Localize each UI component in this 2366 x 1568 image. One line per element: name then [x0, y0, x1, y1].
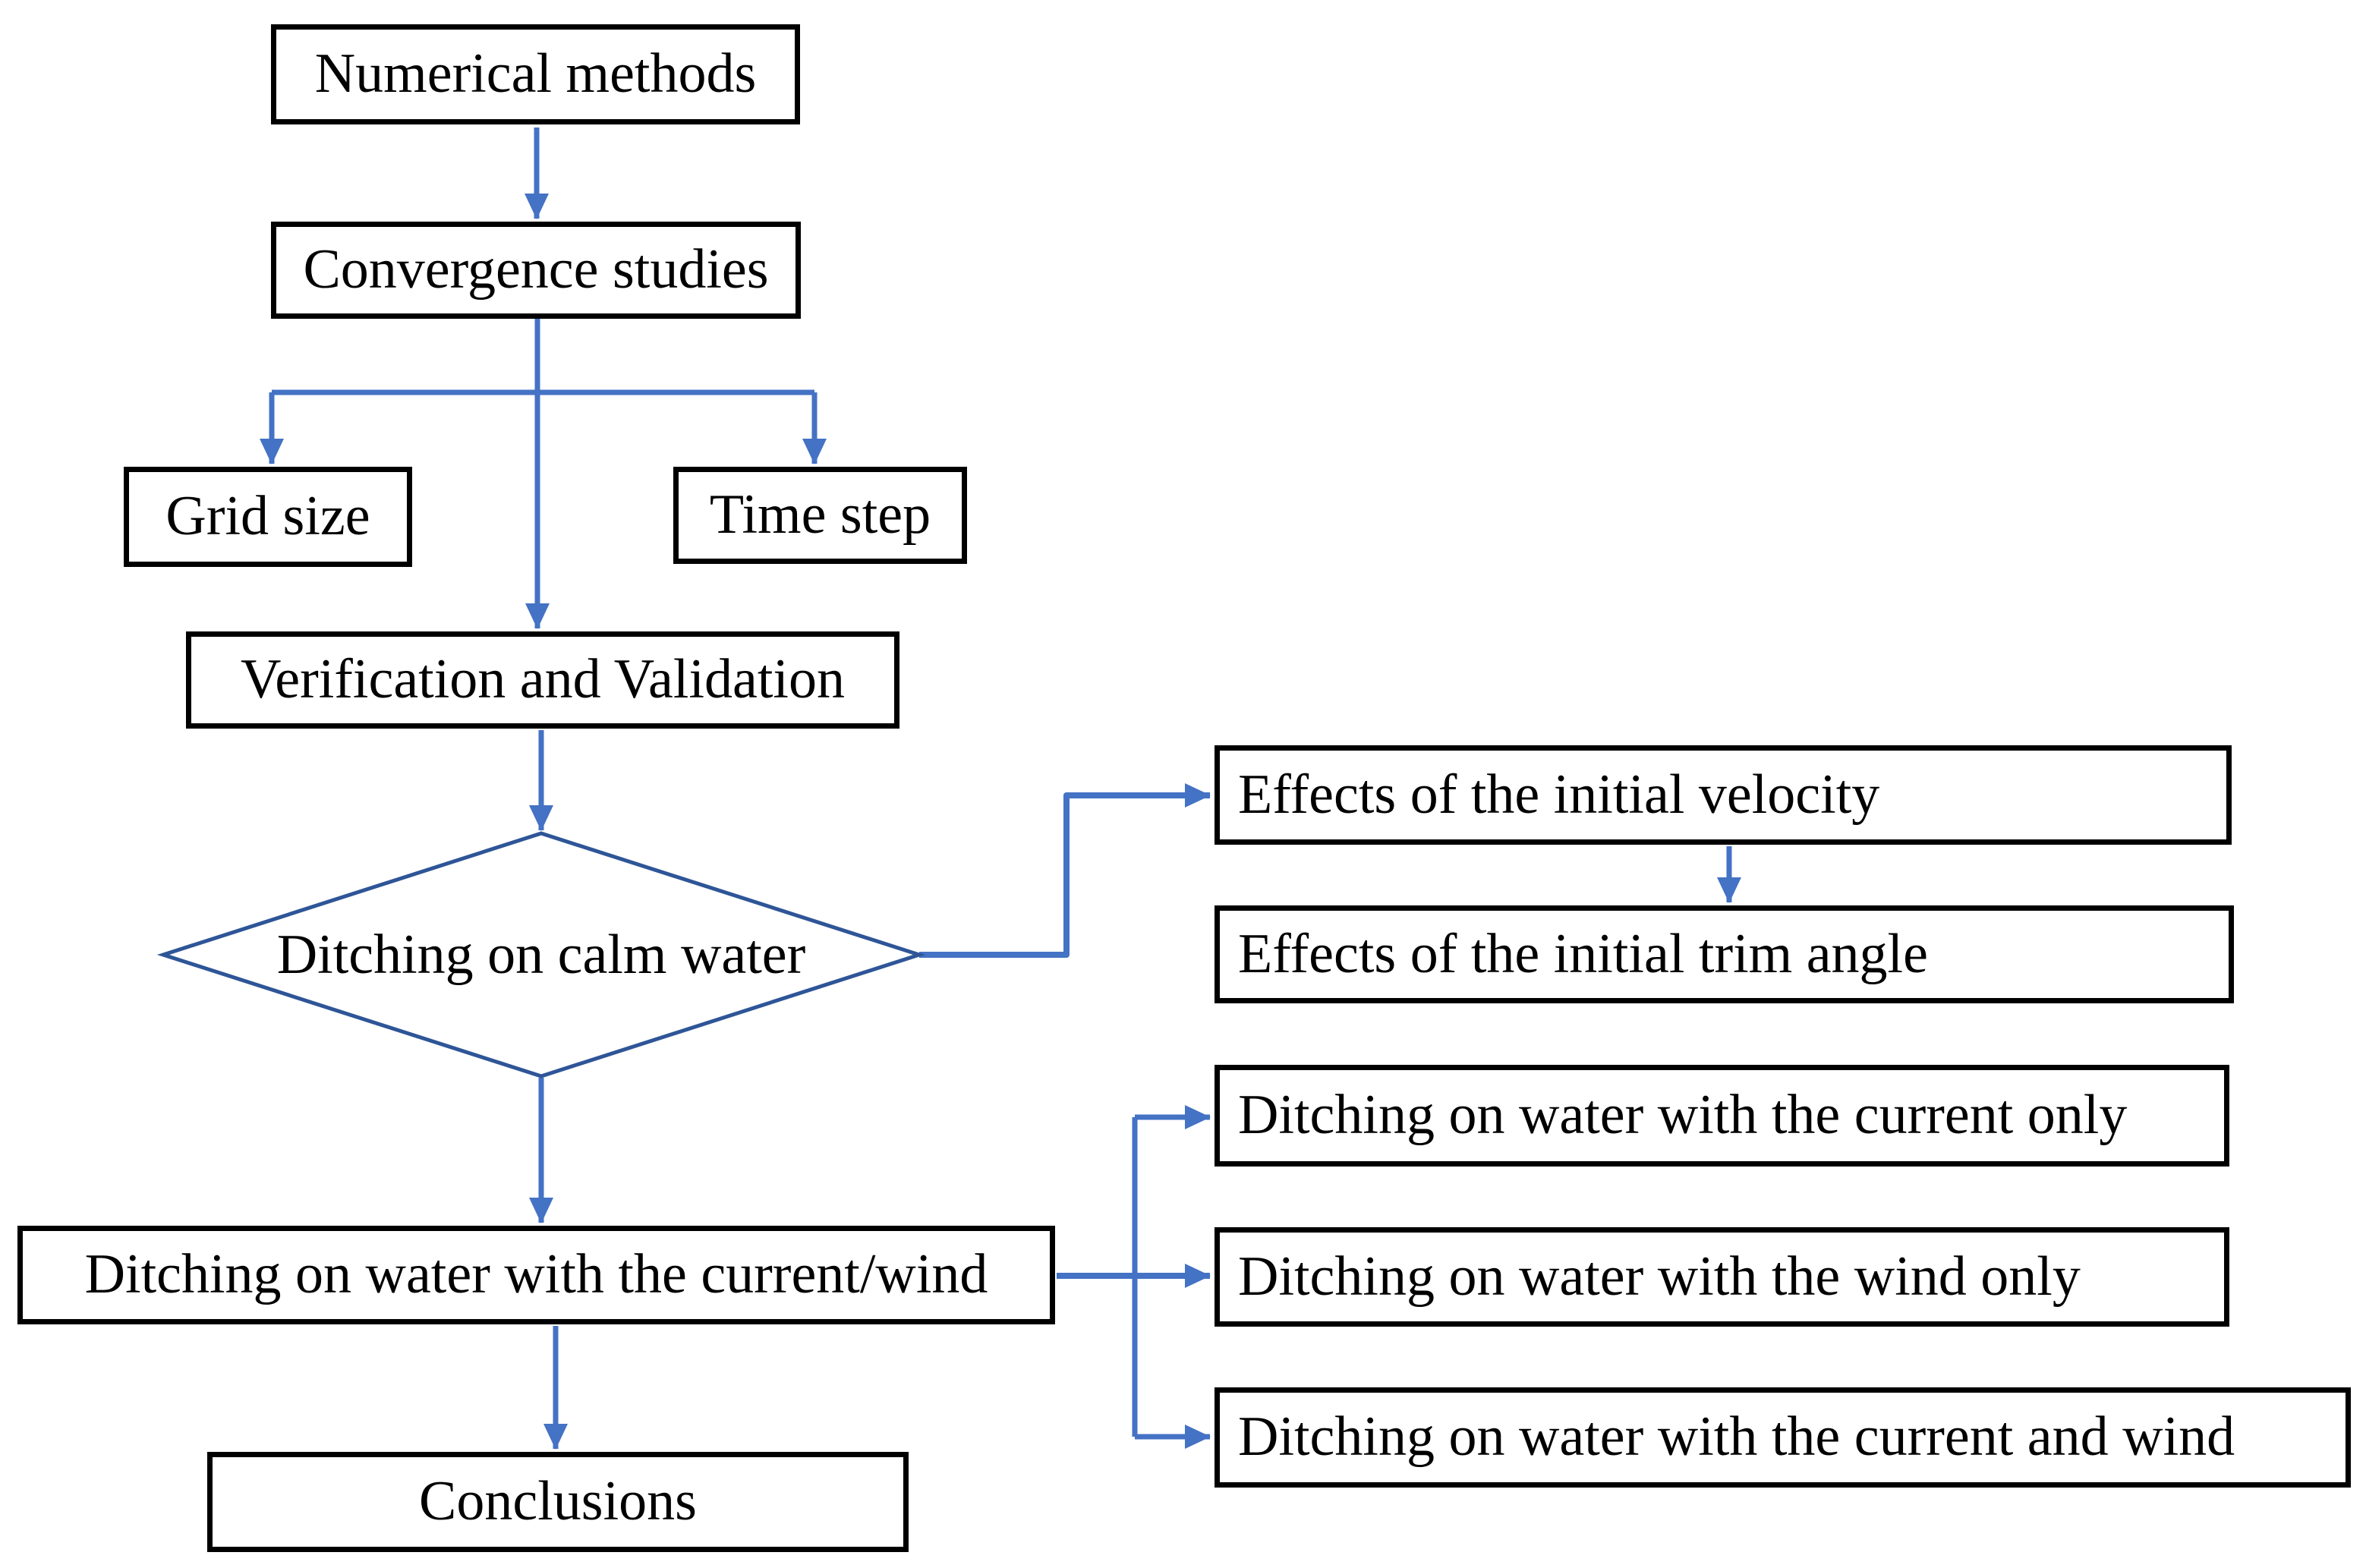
node-label: Conclusions: [419, 1470, 697, 1533]
node-ditching-wind-only: Ditching on water with the wind only: [1215, 1227, 2229, 1327]
node-label: Ditching on water with the current only: [1238, 1084, 2128, 1147]
decision-diamond-shape: [156, 831, 926, 1078]
node-label: Grid size: [165, 485, 370, 548]
node-label: Verification and Validation: [241, 648, 845, 711]
node-time-step: Time step: [673, 467, 967, 564]
node-grid-size: Grid size: [124, 467, 412, 567]
node-ditching-calm-water: Ditching on calm water: [238, 922, 845, 987]
node-label: Effects of the initial trim angle: [1238, 922, 1928, 985]
node-label: Ditching on water with the current/wind: [84, 1243, 988, 1306]
node-effects-initial-trim-angle: Effects of the initial trim angle: [1215, 905, 2234, 1003]
node-label: Ditching on calm water: [276, 923, 806, 986]
node-ditching-current-wind: Ditching on water with the current/wind: [17, 1226, 1055, 1324]
connector-group: [260, 128, 1741, 1450]
connector-diamond-velocity: [919, 783, 1211, 958]
node-convergence-studies: Convergence studies: [271, 222, 801, 319]
node-effects-initial-velocity: Effects of the initial velocity: [1215, 745, 2232, 845]
node-label: Numerical methods: [314, 43, 757, 105]
node-label: Ditching on water with the current and w…: [1238, 1406, 2235, 1469]
node-numerical-methods: Numerical methods: [271, 24, 800, 124]
node-label: Ditching on water with the wind only: [1238, 1245, 2081, 1308]
node-ditching-current-only: Ditching on water with the current only: [1215, 1065, 2229, 1167]
node-label: Effects of the initial velocity: [1238, 763, 1880, 826]
node-label: Time step: [709, 483, 931, 546]
node-ditching-current-and-wind: Ditching on water with the current and w…: [1215, 1387, 2351, 1488]
node-label: Convergence studies: [303, 238, 769, 301]
node-conclusions: Conclusions: [207, 1452, 909, 1552]
node-verification-validation: Verification and Validation: [186, 631, 899, 729]
